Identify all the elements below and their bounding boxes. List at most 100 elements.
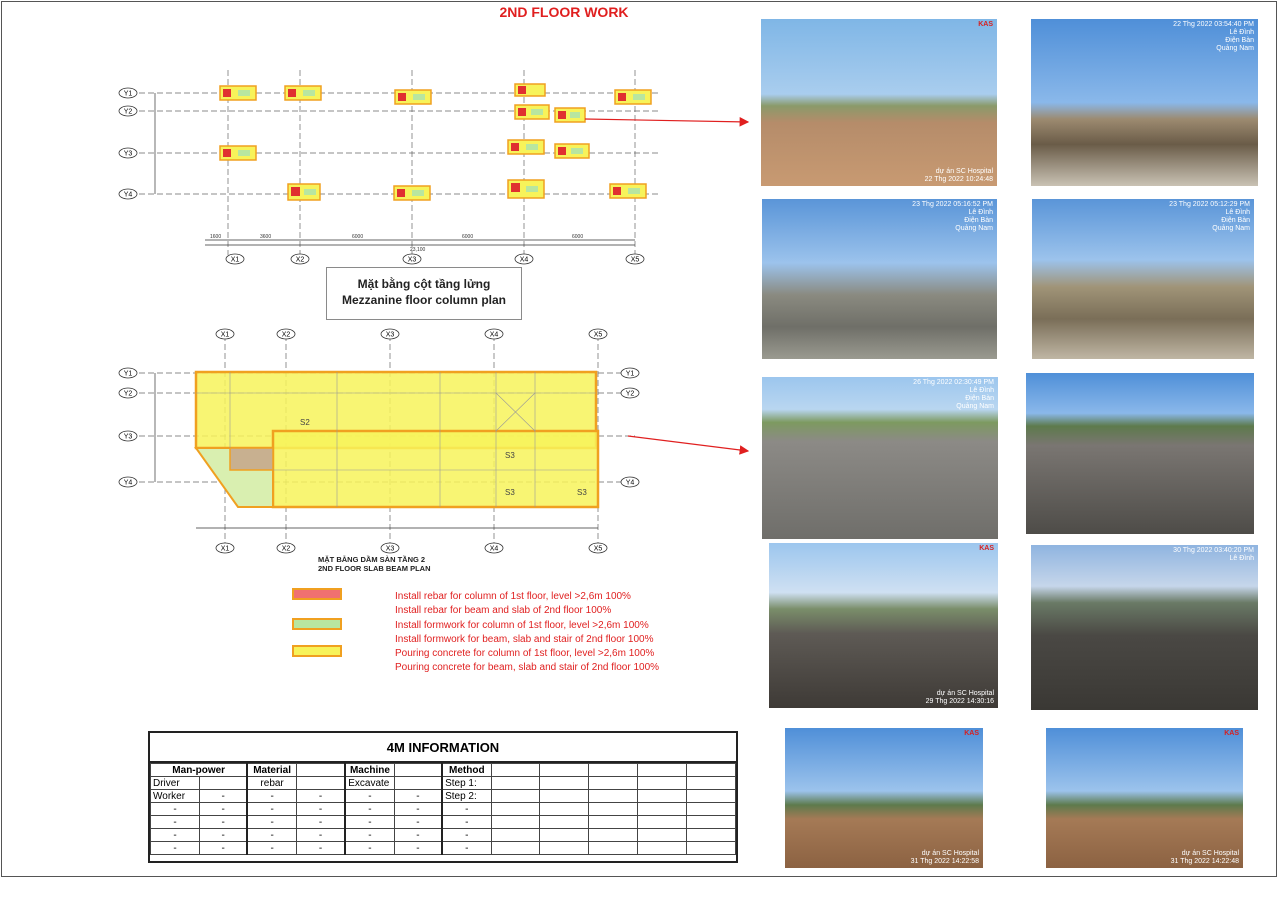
cell: - xyxy=(393,802,443,816)
cell: - xyxy=(393,841,443,855)
cell: - xyxy=(295,815,346,829)
info-panel: 4M INFORMATION Man-power Material Machin… xyxy=(148,731,738,863)
photo-stamp: dự án SC Hospital 22 Thg 2022 10:24:48 xyxy=(924,168,993,183)
kas-logo: KAS xyxy=(979,545,994,552)
slab-label-s3b: S3 xyxy=(505,488,515,497)
mezz-axis-x1: X1 xyxy=(231,257,240,264)
mezz-axis-x4: X4 xyxy=(520,257,529,264)
mezz-axis-y4: Y4 xyxy=(124,192,133,199)
header-man-power: Man-power xyxy=(150,763,248,777)
cell: - xyxy=(198,789,248,803)
site-photo-4: 23 Thg 2022 05:12:29 PM Lê Đình Điện Bàn… xyxy=(1032,199,1254,359)
slab-axis-y1: Y1 xyxy=(124,371,133,378)
mezz-dim-1: 1600 xyxy=(210,234,221,240)
mezz-dim-2: 3600 xyxy=(260,234,271,240)
slab-label-s3c: S3 xyxy=(577,488,587,497)
cell: - xyxy=(198,815,248,829)
slab-axis-y2: Y2 xyxy=(124,391,133,398)
table-row: Worker - - - - - Step 2: xyxy=(150,789,736,803)
table-row: Driver rebar Excavate Step 1: xyxy=(150,776,736,790)
info-title: 4M INFORMATION xyxy=(150,733,736,763)
slab-axis-x1: X1 xyxy=(221,546,230,553)
photo-stamp: 22 Thg 2022 03:54:40 PM Lê Đình Điện Bàn… xyxy=(1173,21,1254,52)
slab-axis-x2-top: X2 xyxy=(282,332,291,339)
site-photo-8: 30 Thg 2022 03:40:20 PM Lê Đình xyxy=(1031,545,1258,710)
mezz-dim-3: 6000 xyxy=(352,234,363,240)
page-border xyxy=(1,1,1277,877)
cell: - xyxy=(344,802,395,816)
cell: Step 1: xyxy=(441,776,492,790)
column-markers xyxy=(219,83,652,201)
mezz-dim-4: 6000 xyxy=(462,234,473,240)
slab-caption-en: 2ND FLOOR SLAB BEAM PLAN xyxy=(318,564,431,573)
cell: - xyxy=(150,828,200,842)
photo-stamp: dự án SC Hospital 29 Thg 2022 14:30:16 xyxy=(925,690,994,705)
header-material: Material xyxy=(246,763,297,777)
cell: - xyxy=(246,841,297,855)
mezz-axis-x3: X3 xyxy=(408,257,417,264)
slab-axis-x4: X4 xyxy=(490,546,499,553)
cell: - xyxy=(344,815,395,829)
cell: - xyxy=(441,802,492,816)
cell: - xyxy=(344,828,395,842)
cell: - xyxy=(295,841,346,855)
cell: - xyxy=(295,802,346,816)
legend-text-1: Install rebar for column of 1st floor, l… xyxy=(395,591,631,602)
cell: - xyxy=(393,815,443,829)
slab-axis-y4: Y4 xyxy=(124,480,133,487)
info-table: Man-power Material Machine Method Driver… xyxy=(150,763,736,855)
mezz-dim-5: 6000 xyxy=(572,234,583,240)
cell: - xyxy=(393,789,443,803)
legend-swatch-concrete xyxy=(292,645,342,657)
slab-axis-x4-top: X4 xyxy=(490,332,499,339)
slab-axis-y3: Y3 xyxy=(124,434,133,441)
kas-logo: KAS xyxy=(978,21,993,28)
mezzanine-caption-vi: Mặt bằng cột tầng lửng xyxy=(357,277,491,291)
cell: - xyxy=(393,828,443,842)
cell: - xyxy=(344,789,395,803)
mezz-axis-x2: X2 xyxy=(296,257,305,264)
table-row: - - - - - - - xyxy=(150,802,736,816)
cell: - xyxy=(246,815,297,829)
slab-axis-y2-right: Y2 xyxy=(626,391,635,398)
cell: - xyxy=(441,815,492,829)
slab-caption-vi: MẶT BẰNG DẦM SÀN TẦNG 2 xyxy=(318,554,425,564)
slab-label-s2: S2 xyxy=(300,418,310,427)
photo-stamp: 26 Thg 2022 02:30:49 PM Lê Đình Điện Bàn… xyxy=(913,379,994,410)
header-cell-blank xyxy=(295,763,346,777)
cell xyxy=(198,776,248,790)
mezz-dim-total: 23,100 xyxy=(410,247,426,253)
slab-axis-x5-top: X5 xyxy=(594,332,603,339)
cell: - xyxy=(198,841,248,855)
photo-stamp: dự án SC Hospital 31 Thg 2022 14:22:48 xyxy=(1170,850,1239,865)
cell: - xyxy=(198,828,248,842)
cell: - xyxy=(150,815,200,829)
header-method: Method xyxy=(441,763,492,777)
header-cell-blank xyxy=(393,763,443,777)
cell: - xyxy=(441,841,492,855)
slab-axis-x1-top: X1 xyxy=(221,332,230,339)
mezz-axis-y1: Y1 xyxy=(124,91,133,98)
photo-stamp: 30 Thg 2022 03:40:20 PM Lê Đình xyxy=(1173,547,1254,562)
cell: - xyxy=(441,828,492,842)
slab-beam-plan: S2 S3 S3 S3 Y1 Y2 Y3 Y4 Y1 Y2 Y4 X1 X2 X… xyxy=(118,328,640,573)
slab-axis-x3-top: X3 xyxy=(386,332,395,339)
legend-text-6: Pouring concrete for beam, slab and stai… xyxy=(395,662,660,673)
site-photo-1: KAS dự án SC Hospital 22 Thg 2022 10:24:… xyxy=(761,19,997,186)
header-machine: Machine xyxy=(344,763,395,777)
cell: - xyxy=(150,802,200,816)
photo-stamp: 23 Thg 2022 05:16:52 PM Lê Đình Điện Bàn… xyxy=(912,201,993,232)
cell: Step 2: xyxy=(441,789,492,803)
table-row: - - - - - - - xyxy=(150,828,736,842)
kas-logo: KAS xyxy=(964,730,979,737)
legend-swatch-rebar xyxy=(292,588,342,600)
mezzanine-column-plan: 1600 3600 6000 6000 6000 23,100 Y1 Y2 Y3… xyxy=(118,70,660,265)
photo-stamp: 23 Thg 2022 05:12:29 PM Lê Đình Điện Bàn… xyxy=(1169,201,1250,232)
cell xyxy=(393,776,443,790)
cell xyxy=(295,776,346,790)
site-photo-3: 23 Thg 2022 05:16:52 PM Lê Đình Điện Bàn… xyxy=(762,199,997,359)
legend-text-3: Install formwork for column of 1st floor… xyxy=(395,620,649,631)
cell: - xyxy=(150,841,200,855)
site-photo-6 xyxy=(1026,373,1254,534)
site-photo-10: KAS dự án SC Hospital 31 Thg 2022 14:22:… xyxy=(1046,728,1243,868)
